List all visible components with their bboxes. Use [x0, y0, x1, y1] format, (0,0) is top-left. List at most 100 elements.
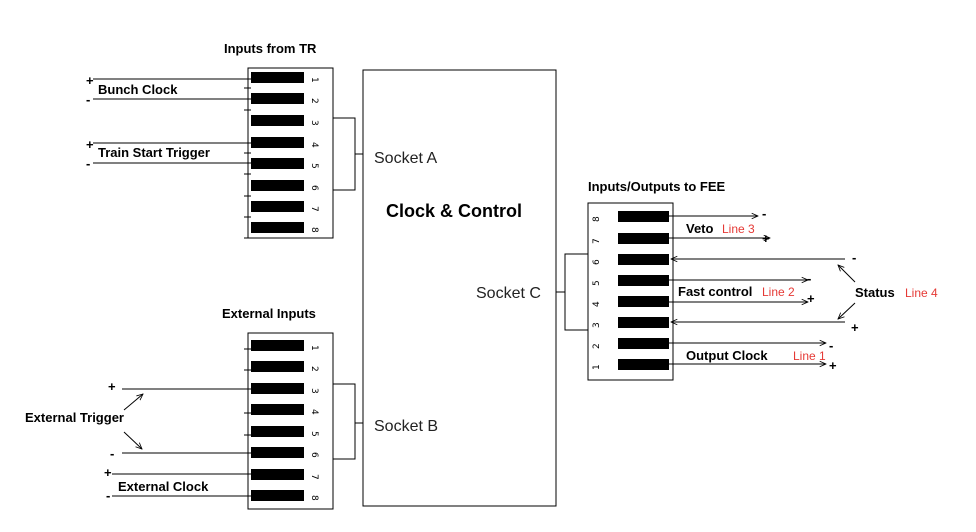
- fee-pin-bar: [618, 254, 669, 265]
- plus-sign: +: [851, 320, 859, 335]
- fee-pin-bar: [618, 275, 669, 286]
- tr-pin-bar: [251, 180, 304, 191]
- socket-c-label: Socket C: [476, 285, 541, 302]
- fee-connector: [587, 202, 674, 381]
- ext-pin-bar: [251, 361, 304, 372]
- fee-heading: Inputs/Outputs to FEE: [588, 179, 726, 194]
- ext-pin-number: 4: [309, 409, 319, 415]
- ext-connector: [247, 332, 334, 510]
- minus-sign: -: [807, 271, 811, 286]
- fee-pin-number: 5: [592, 280, 602, 286]
- fee-pin-number: 3: [592, 322, 602, 328]
- fee-pin-bars: [618, 211, 669, 370]
- output-clock-label: Output Clock: [686, 348, 768, 363]
- fee-pin-bar: [618, 338, 669, 349]
- bunch-clock-label: Bunch Clock: [98, 82, 178, 97]
- fee-pin-numbers: 8 7 6 5 4 3 2 1: [592, 216, 602, 370]
- fast-control-label: Fast control: [678, 284, 752, 299]
- fee-pin-bar: [618, 233, 669, 244]
- fee-pin-bar: [618, 296, 669, 307]
- minus-sign: -: [106, 488, 110, 503]
- ext-pin-bar: [251, 426, 304, 437]
- status-arrow-down: [838, 302, 856, 319]
- ext-pin-number: 2: [309, 366, 319, 372]
- tr-pin-number: 6: [309, 185, 319, 191]
- output-clock-line-label: Line 1: [793, 349, 826, 363]
- minus-sign: -: [110, 446, 114, 461]
- veto-label: Veto: [686, 221, 714, 236]
- tr-pin-number: 2: [309, 98, 319, 104]
- external-trigger-label: External Trigger: [25, 410, 124, 425]
- fast-control-line-label: Line 2: [762, 285, 795, 299]
- tr-pin-bar: [251, 72, 304, 83]
- ext-pin-number: 6: [309, 452, 319, 458]
- ext-pin-bar: [251, 447, 304, 458]
- tr-pin-numbers: 1 2 3 4 5 6 7 8: [309, 77, 319, 233]
- minus-sign: -: [762, 206, 766, 221]
- plus-sign: +: [762, 231, 770, 246]
- tr-pin-number: 8: [309, 227, 319, 233]
- socket-c-bracket: [564, 253, 588, 331]
- ext-pin-bar: [251, 383, 304, 394]
- plus-sign: +: [86, 137, 94, 152]
- plus-sign: +: [108, 379, 116, 394]
- status-arrow-up: [838, 265, 856, 283]
- fee-pin-number: 2: [592, 343, 602, 349]
- ext-trigger-arrow-up: [123, 394, 143, 411]
- socket-b-label: Socket B: [374, 418, 438, 435]
- ext-pin-bar: [251, 490, 304, 501]
- fee-pin-bar: [618, 317, 669, 328]
- tr-pin-bar: [251, 115, 304, 126]
- tr-pin-bar: [251, 222, 304, 233]
- ext-pin-number: 3: [309, 388, 319, 394]
- tr-pin-number: 3: [309, 120, 319, 126]
- ext-pin-number: 1: [309, 345, 319, 351]
- tr-pin-bar: [251, 201, 304, 212]
- tr-pin-number: 1: [309, 77, 319, 83]
- ext-trigger-arrow-down: [123, 431, 142, 449]
- ext-pin-bars: [251, 340, 304, 501]
- tr-pin-bar: [251, 93, 304, 104]
- veto-line-label: Line 3: [722, 222, 755, 236]
- socket-b-bracket: [333, 383, 356, 460]
- minus-sign: -: [829, 338, 833, 353]
- ext-pin-number: 8: [309, 495, 319, 501]
- plus-sign: +: [829, 358, 837, 373]
- external-clock-label: External Clock: [118, 479, 209, 494]
- tr-heading: Inputs from TR: [224, 41, 317, 56]
- fee-pin-number: 1: [592, 364, 602, 370]
- train-start-label: Train Start Trigger: [98, 145, 210, 160]
- fee-pin-bar: [618, 211, 669, 222]
- fee-pin-bar: [618, 359, 669, 370]
- fee-pin-number: 8: [592, 216, 602, 222]
- clock-control-block: [362, 69, 557, 507]
- ext-pin-bar: [251, 340, 304, 351]
- socket-a-label: Socket A: [374, 150, 437, 167]
- tr-pin-number: 5: [309, 163, 319, 169]
- tr-pin-number: 4: [309, 142, 319, 148]
- ext-heading: External Inputs: [222, 306, 316, 321]
- minus-sign: -: [86, 156, 90, 171]
- tr-pin-bar: [251, 137, 304, 148]
- fee-pin-number: 4: [592, 301, 602, 307]
- fee-pin-number: 7: [592, 238, 602, 244]
- tr-pin-bars: [251, 72, 304, 233]
- ext-pin-bar: [251, 404, 304, 415]
- minus-sign: -: [852, 250, 856, 265]
- ext-pin-number: 5: [309, 431, 319, 437]
- ext-pin-bar: [251, 469, 304, 480]
- block-title: Clock & Control: [386, 201, 522, 221]
- plus-sign: +: [86, 73, 94, 88]
- tr-pin-number: 7: [309, 206, 319, 212]
- plus-sign: +: [104, 465, 112, 480]
- tr-pin-bar: [251, 158, 304, 169]
- status-label: Status: [855, 285, 895, 300]
- fee-pin-number: 6: [592, 259, 602, 265]
- status-line-label: Line 4: [905, 286, 938, 300]
- socket-a-bracket: [333, 117, 356, 191]
- ext-pin-number: 7: [309, 474, 319, 480]
- minus-sign: -: [86, 92, 90, 107]
- ext-pin-numbers: 1 2 3 4 5 6 7 8: [309, 345, 319, 501]
- plus-sign: +: [807, 291, 815, 306]
